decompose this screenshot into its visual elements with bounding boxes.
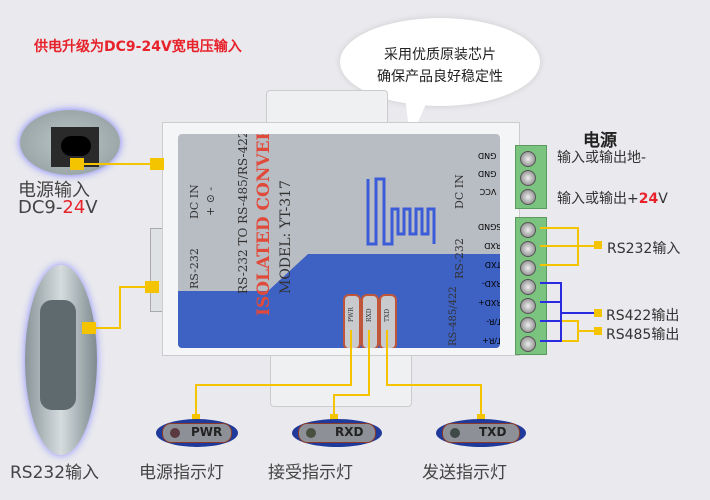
volt-prefix: DC9- [18,197,63,218]
rs485-output-label: RS485输出 [606,327,680,343]
power-indicator-label: 电源指示灯 [139,463,224,483]
receive-indicator-label: 接受指示灯 [268,463,353,483]
volt-red: 24 [62,197,86,218]
terminal-block-power [515,145,547,209]
vcc-red: 24 [638,191,659,207]
screw-icon [520,189,536,205]
indicator-label: PWR [191,425,223,439]
screw-icon [520,241,536,257]
indicator-label: TXD [479,425,507,439]
db9-pins [40,300,76,410]
screw-icon [520,151,536,167]
rs232-input-bottom-label: RS232输入 [10,463,100,483]
led-dot-icon [170,428,180,438]
send-indicator-label: 发送指示灯 [422,463,507,483]
screw-icon [520,260,536,276]
indicator-label: RXD [335,425,364,439]
vcc-prefix: 输入或输出+ [557,191,639,207]
gnd-label: 输入或输出地- [557,150,647,166]
rs232-input-label: RS232输入 [607,241,681,257]
led-dot-icon [450,428,460,438]
headline: 供电升级为DC9-24V宽电压输入 [34,39,242,55]
screw-icon [520,317,536,333]
indicator-pwr: PWR [156,419,238,447]
vcc-label: 输入或输出+24V [557,188,668,208]
bubble-line-1: 采用优质原装芯片 [384,47,496,63]
led-rxd-window: RXD [361,294,379,348]
bubble-text: 采用优质原装芯片 确保产品良好稳定性 [360,44,520,88]
power-jack-hole [61,136,91,156]
power-input-voltage: DC9-24V [18,197,98,218]
screw-icon [520,222,536,238]
rs422-output-label: RS422输出 [606,308,680,324]
mount-ear-bottom [270,350,412,407]
screw-icon [520,336,536,352]
screw-icon [520,279,536,295]
terminal-block-signal [515,217,547,355]
power-input-label: 电源输入 [18,180,90,201]
led-txd-window: TXD [379,294,397,348]
screw-icon [520,298,536,314]
device-label-panel: DC IN + ⊙ - RS-232 RS-232 TO RS-485/RS-4… [178,134,500,348]
indicator-txd: TXD [436,419,526,447]
bubble-line-2: 确保产品良好稳定性 [377,69,503,85]
led-dot-icon [306,428,316,438]
screw-icon [520,170,536,186]
led-pwr-window: PWR [343,294,361,348]
volt-suffix: V [85,197,98,218]
indicator-rxd: RXD [292,419,382,447]
vcc-suffix: V [658,191,668,207]
power-title: 电源 [583,131,617,151]
